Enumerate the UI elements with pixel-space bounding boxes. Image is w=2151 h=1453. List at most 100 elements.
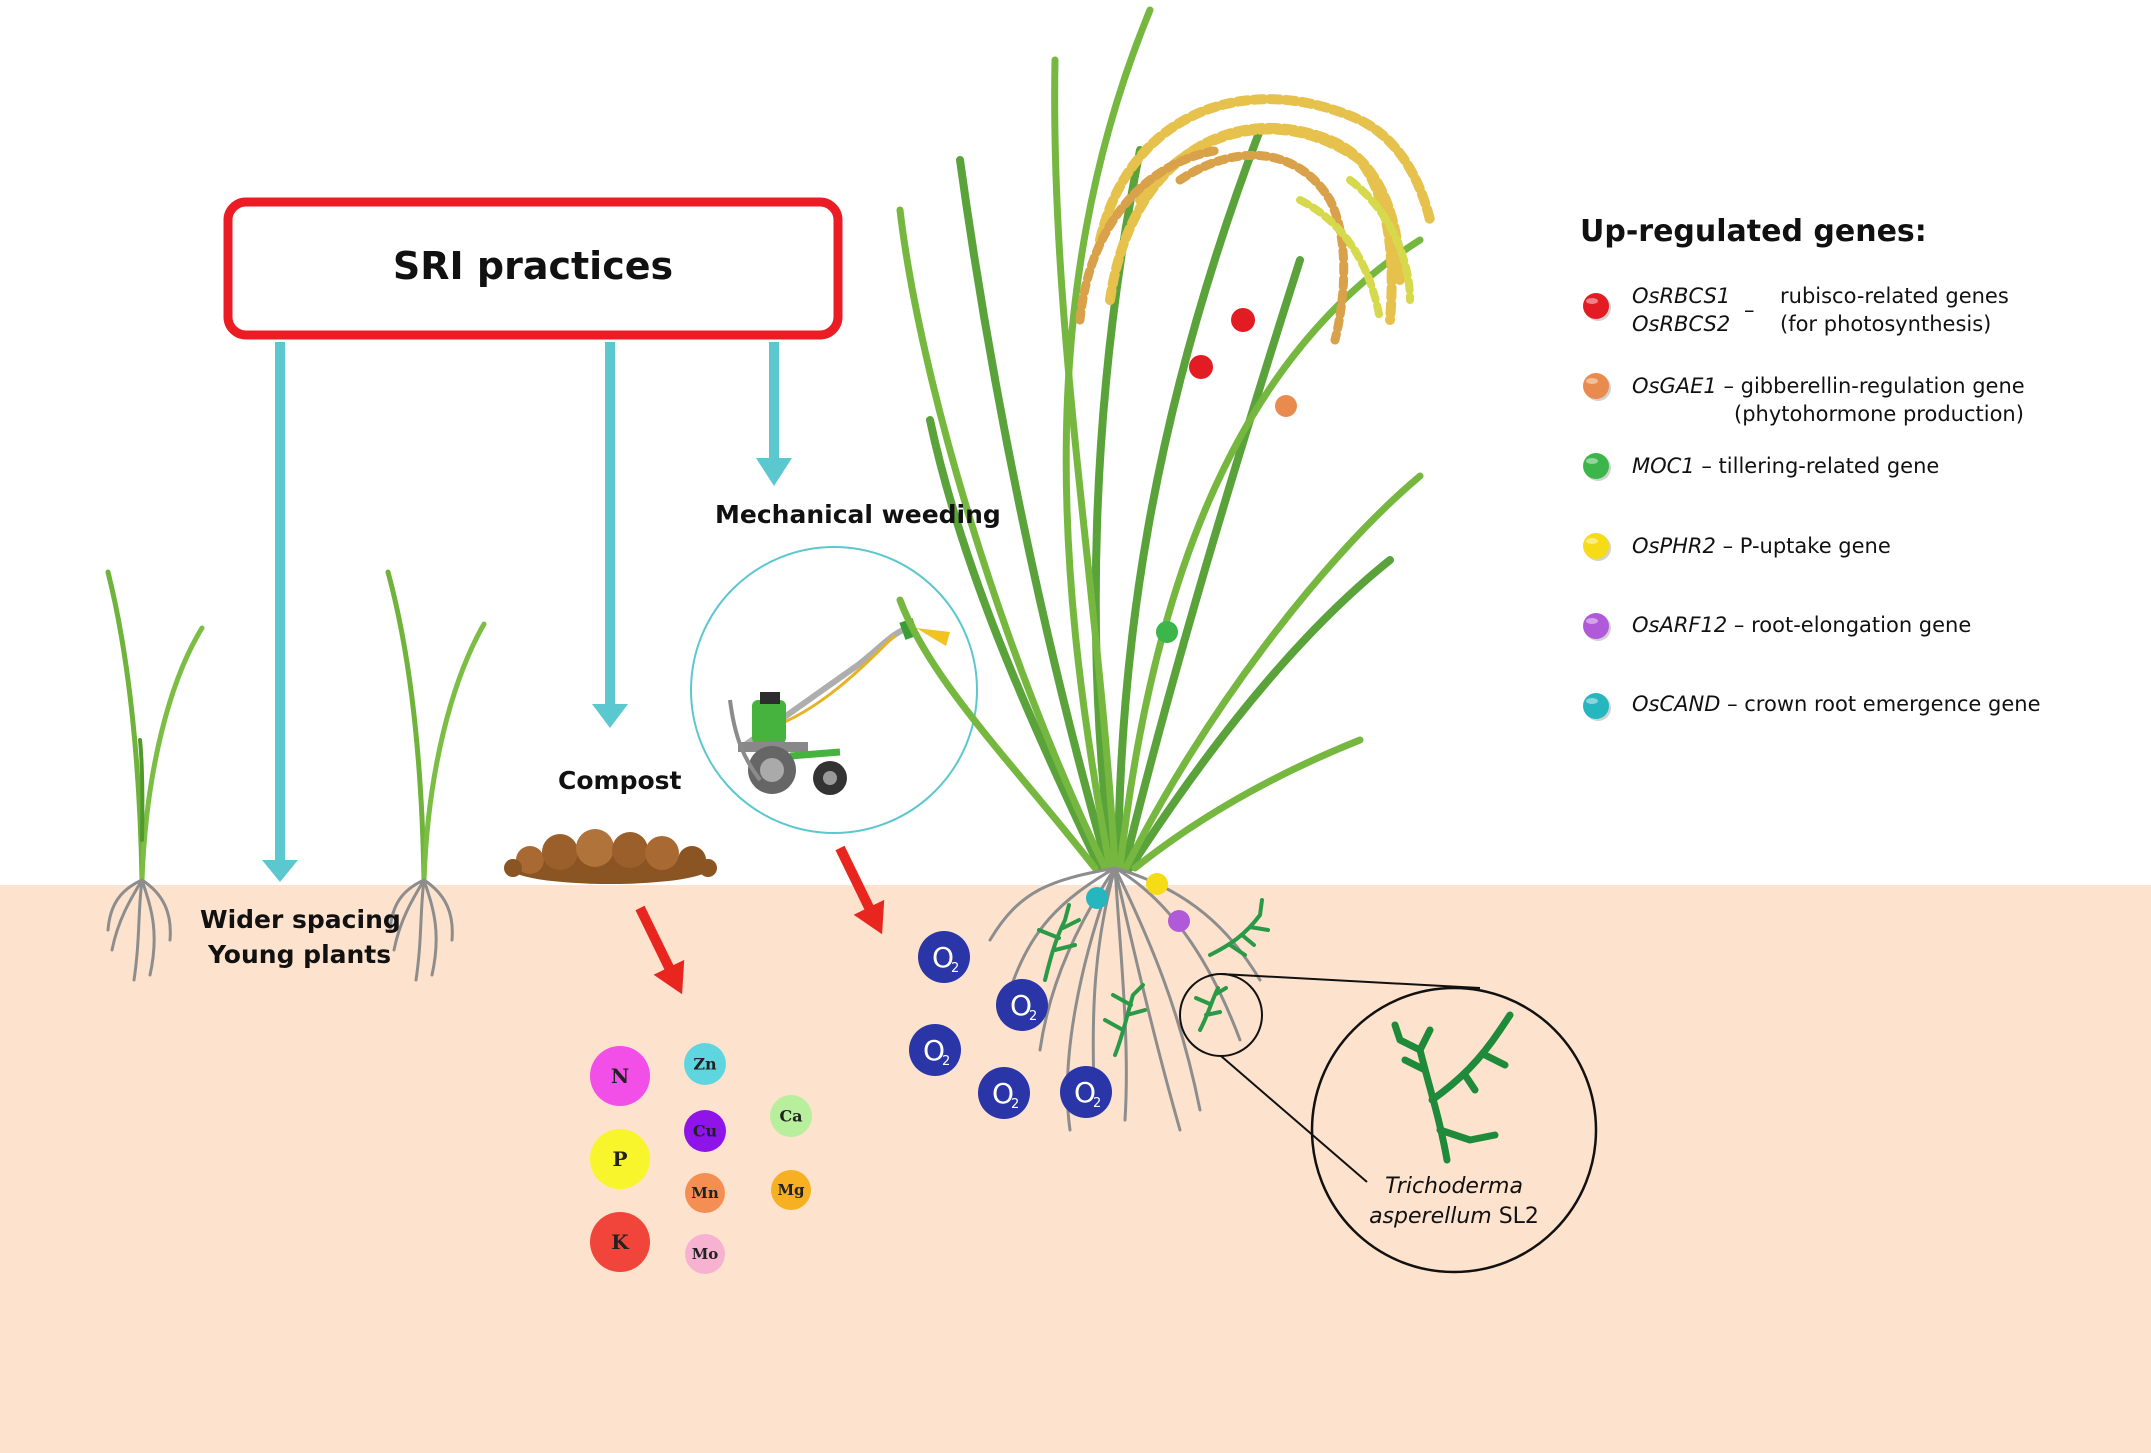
orange-gene-dot-icon bbox=[1275, 395, 1297, 417]
arrow-to-spacing bbox=[262, 342, 298, 882]
weeder-illustration bbox=[690, 546, 978, 834]
gene-dash: – bbox=[1727, 692, 1738, 716]
svg-text:O: O bbox=[1074, 1076, 1096, 1109]
nutrient-mo: Mo bbox=[685, 1234, 725, 1274]
gene-dash: – bbox=[1723, 374, 1734, 398]
gene-dash: – bbox=[1722, 534, 1734, 558]
arrow-compost-to-nutrients bbox=[635, 905, 685, 995]
arrow-to-compost bbox=[592, 342, 628, 728]
practice-arrows bbox=[262, 342, 792, 882]
nutrient-zn: Zn bbox=[684, 1043, 726, 1085]
nutrient-ca: Ca bbox=[770, 1095, 812, 1137]
svg-text:2: 2 bbox=[1093, 1096, 1101, 1111]
gene-description: (phytohormone production) bbox=[1734, 402, 2024, 426]
soil-area bbox=[0, 885, 2151, 1453]
sri-practices-title: SRI practices bbox=[392, 244, 674, 288]
trichoderma-label: Trichoderma asperellum SL2 bbox=[1312, 1172, 1596, 1232]
trichoderma-zoom bbox=[1179, 973, 1598, 1274]
gene-dash: – bbox=[1744, 298, 1755, 322]
oxygen-molecule: O2 bbox=[909, 1024, 961, 1076]
compost-label: Compost bbox=[558, 766, 682, 795]
green-gene-dot-icon bbox=[1583, 453, 1611, 481]
svg-text:O: O bbox=[992, 1077, 1014, 1110]
teal-gene-dot-icon bbox=[1086, 887, 1108, 909]
yellow-gene-dot-icon bbox=[1583, 533, 1611, 561]
rice-plant bbox=[896, 6, 1435, 1132]
nutrient-mg: Mg bbox=[771, 1170, 811, 1210]
wider-spacing-label: Wider spacing bbox=[200, 905, 401, 934]
nutrient-n: N bbox=[590, 1046, 650, 1106]
gene-name: OsRBCS2 bbox=[1632, 312, 1731, 336]
svg-text:O: O bbox=[932, 941, 954, 974]
effect-arrows bbox=[635, 845, 885, 995]
legend-item-rbcs: OsRBCS1 OsRBCS2 – rubisco-related genes … bbox=[1632, 282, 2009, 338]
gene-description: root-elongation gene bbox=[1751, 613, 1972, 637]
svg-text:2: 2 bbox=[1029, 1009, 1037, 1024]
mechanical-weeding-label: Mechanical weeding bbox=[715, 500, 1001, 529]
gene-description: crown root emergence gene bbox=[1744, 692, 2041, 716]
legend-item-phr2: OsPHR2 – P-uptake gene bbox=[1632, 532, 1891, 560]
purple-gene-dot-icon bbox=[1583, 613, 1611, 641]
svg-text:K: K bbox=[611, 1230, 629, 1254]
red-gene-dot-icon bbox=[1231, 308, 1255, 332]
gene-name: OsPHR2 bbox=[1632, 534, 1716, 558]
gene-name: MOC1 bbox=[1632, 454, 1695, 478]
svg-text:O: O bbox=[923, 1034, 945, 1067]
sri-practices-box bbox=[223, 197, 843, 340]
nutrient-k: K bbox=[590, 1212, 650, 1272]
trichoderma-genus: Trichoderma bbox=[1385, 1174, 1523, 1199]
oxygen-molecule: O2 bbox=[996, 979, 1048, 1031]
legend-item-cand: OsCAND – crown root emergence gene bbox=[1632, 690, 2041, 718]
gene-description: tillering-related gene bbox=[1718, 454, 1940, 478]
nutrient-cu: Cu bbox=[684, 1110, 726, 1152]
legend-item-moc1: MOC1 – tillering-related gene bbox=[1632, 452, 1939, 480]
trichoderma-strain: SL2 bbox=[1491, 1204, 1539, 1229]
oxygen-molecule: O2 bbox=[918, 931, 970, 983]
svg-text:2: 2 bbox=[942, 1054, 950, 1069]
legend-item-gae1: OsGAE1 – gibberellin-regulation gene (ph… bbox=[1632, 372, 2025, 428]
gene-description: (for photosynthesis) bbox=[1780, 312, 1992, 336]
legend-dots bbox=[1583, 293, 1611, 721]
svg-text:O: O bbox=[1010, 989, 1032, 1022]
oxygen-molecule: O2 bbox=[978, 1067, 1030, 1119]
gene-description: gibberellin-regulation gene bbox=[1740, 374, 2025, 398]
legend-title: Up-regulated genes: bbox=[1580, 214, 1927, 249]
svg-text:Mg: Mg bbox=[777, 1181, 805, 1199]
arrow-weeding-to-oxygen bbox=[835, 845, 885, 935]
seedling-left bbox=[105, 569, 205, 982]
gene-dash: – bbox=[1733, 613, 1745, 637]
gene-description: P-uptake gene bbox=[1739, 534, 1891, 558]
oxygen-molecule: O2 bbox=[1060, 1066, 1112, 1118]
trichoderma-species: asperellum bbox=[1369, 1204, 1492, 1229]
orange-gene-dot-icon bbox=[1583, 373, 1611, 401]
gene-name: OsRBCS1 bbox=[1632, 284, 1731, 308]
gene-dash: – bbox=[1701, 454, 1712, 478]
nutrient-p: P bbox=[590, 1129, 650, 1189]
plant-gene-markers bbox=[1086, 308, 1297, 932]
svg-text:P: P bbox=[612, 1147, 627, 1171]
svg-text:Ca: Ca bbox=[779, 1107, 802, 1126]
young-plants-label: Young plants bbox=[208, 940, 392, 969]
legend-item-arf12: OsARF12 – root-elongation gene bbox=[1632, 611, 1971, 639]
red-gene-dot-icon bbox=[1189, 355, 1213, 379]
trichoderma-clusters bbox=[1037, 898, 1270, 1057]
svg-text:2: 2 bbox=[1011, 1097, 1019, 1112]
gene-description: rubisco-related genes bbox=[1780, 284, 2009, 308]
svg-text:Mn: Mn bbox=[691, 1184, 719, 1202]
svg-text:Cu: Cu bbox=[693, 1122, 718, 1141]
purple-gene-dot-icon bbox=[1168, 910, 1190, 932]
seedling-right bbox=[385, 569, 487, 982]
gene-name: OsGAE1 bbox=[1632, 374, 1717, 398]
arrow-to-weeding bbox=[756, 342, 792, 486]
svg-text:Mo: Mo bbox=[692, 1245, 719, 1263]
yellow-gene-dot-icon bbox=[1146, 873, 1168, 895]
svg-text:Zn: Zn bbox=[693, 1055, 717, 1074]
nutrient-mn: Mn bbox=[685, 1173, 725, 1213]
green-gene-dot-icon bbox=[1156, 621, 1178, 643]
svg-text:2: 2 bbox=[951, 961, 959, 976]
gene-name: OsARF12 bbox=[1632, 613, 1728, 637]
